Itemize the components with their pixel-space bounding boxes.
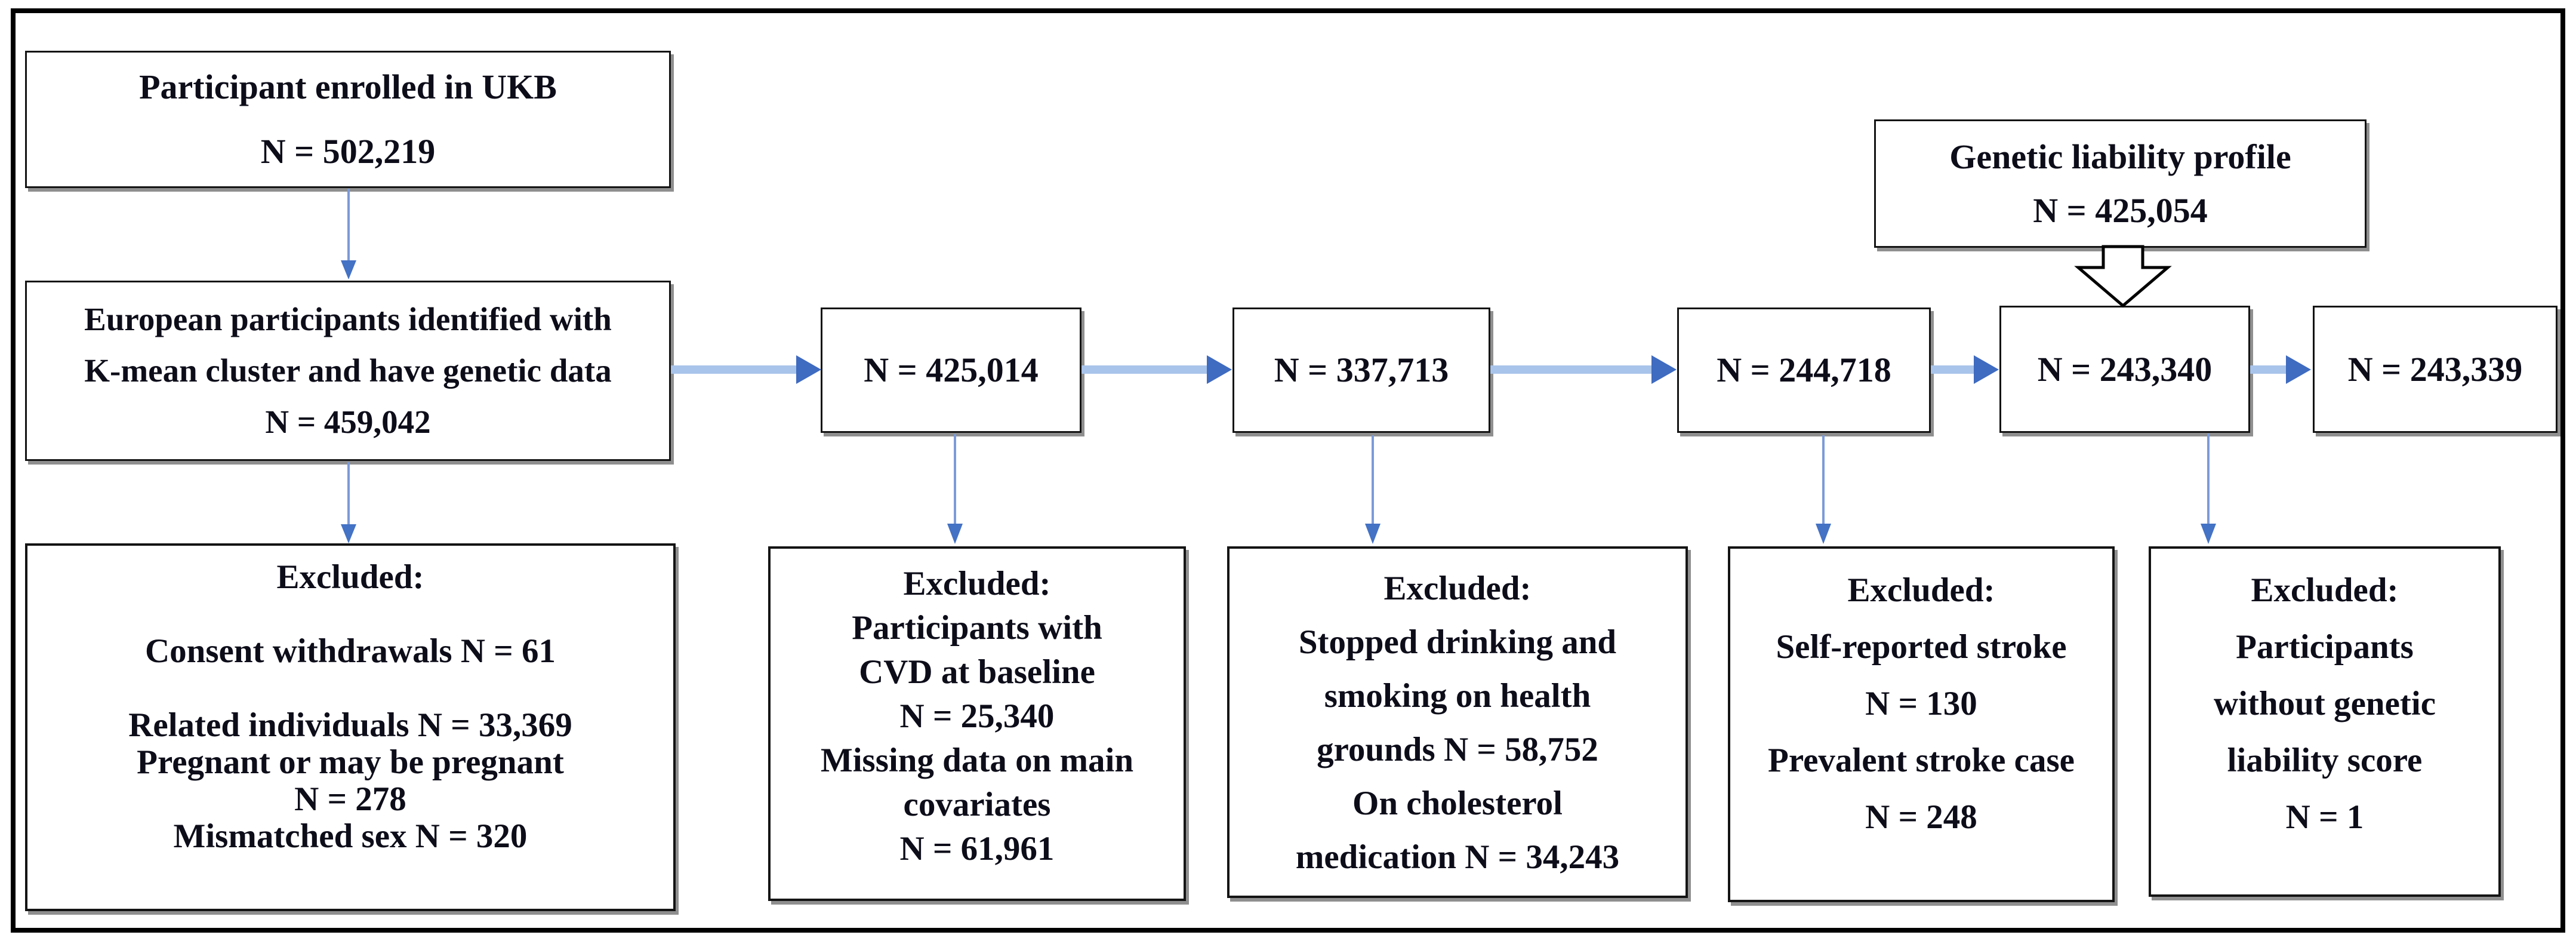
box-n-244718: N = 244,718 bbox=[1677, 307, 1931, 433]
box-n-243340: N = 243,340 bbox=[1999, 306, 2250, 433]
box-n-425014: N = 425,014 bbox=[821, 307, 1081, 433]
diagram-outer-border bbox=[11, 8, 2565, 933]
box-n-337713: N = 337,713 bbox=[1232, 307, 1490, 433]
box-excluded-consent-withdrawals: Excluded: Consent withdrawals N = 61 Rel… bbox=[25, 543, 676, 911]
box-european-participants: European participants identified with K-… bbox=[25, 281, 671, 461]
box-excluded-stroke: Excluded: Self-reported stroke N = 130 P… bbox=[1728, 546, 2115, 902]
box-excluded-genetic-liability-score: Excluded: Participants without genetic l… bbox=[2149, 546, 2501, 897]
box-genetic-liability-profile: Genetic liability profile N = 425,054 bbox=[1874, 119, 2367, 248]
box-excluded-cvd-baseline: Excluded: Participants with CVD at basel… bbox=[768, 546, 1186, 901]
box-excluded-lifestyle-cholesterol: Excluded: Stopped drinking and smoking o… bbox=[1227, 546, 1688, 898]
box-ukb-enrolled: Participant enrolled in UKB N = 502,219 bbox=[25, 51, 671, 188]
box-n-243339: N = 243,339 bbox=[2313, 306, 2557, 433]
